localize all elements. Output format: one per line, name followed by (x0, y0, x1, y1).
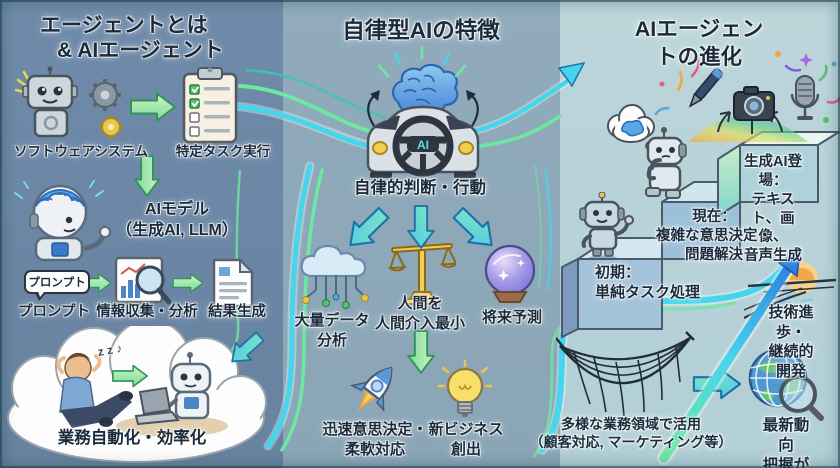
rocket-icon (349, 366, 393, 413)
label-new-business: 新ビジネス 創出 (428, 421, 504, 458)
label-automation: 業務自動化・効率化 (57, 429, 207, 447)
scales-icon (388, 236, 456, 305)
label-future: 将来予測 (481, 309, 543, 326)
label-big-data: 大量データ 分析 (294, 312, 370, 349)
label-progress: 技術進歩・ 継続的開発 (768, 304, 814, 380)
robot-brain-icon (14, 180, 111, 262)
robot-gears-icon (14, 66, 123, 139)
robot-think-icon (645, 127, 687, 199)
robot-wave-icon (579, 192, 634, 260)
crystal-ball-icon (484, 244, 536, 303)
creative-burst-icon (654, 51, 840, 142)
label-ai-model: AIモデル （生成AI, LLM） (116, 201, 238, 239)
net-icon (556, 331, 695, 417)
relaxing-man-icon (56, 352, 133, 428)
car-ai-badge: AI (417, 138, 429, 152)
left-title-line1: エージェントとは (40, 14, 208, 37)
label-autonomy: 自律的判断・行動 (354, 179, 486, 197)
left-title-line2: & AIエージェント (57, 39, 224, 62)
label-info-analysis: 情報収集・分析 (96, 304, 198, 320)
label-gen-ai: 生成AI登場： テキスト、画像、 音声生成 (744, 154, 802, 265)
microphone-icon (790, 75, 820, 120)
label-software-system: ソフトウェアシステム (13, 144, 149, 159)
document-icon (212, 258, 255, 308)
camera-icon (733, 86, 775, 121)
clipboard-checklist-icon (182, 67, 238, 144)
steering-wheel-icon (392, 115, 454, 177)
prompt-bubble-icon: プロンプト (24, 270, 90, 301)
gear-small-icon (99, 115, 123, 139)
label-result-gen: 結果生成 (208, 304, 266, 320)
label-prompt: プロンプト (17, 304, 91, 320)
label-fast-decision: 迅速意思決定・ 柔軟対応 (322, 421, 428, 458)
label-trends: 最新動向 把握が重要 (762, 417, 810, 468)
label-early: 初期： 単純タスク処理 (595, 264, 701, 301)
label-domains: 多様な業務領域で活用 （顧客対応, マーケティング等） (529, 416, 733, 451)
middle-title: 自律型AIの特徴 (342, 18, 500, 43)
gear-icon (89, 79, 121, 111)
label-min-human: 人間を 人間介入最小 (374, 295, 466, 332)
laptop-icon (134, 386, 180, 426)
relax-cloud-icon (7, 326, 267, 463)
label-task-exec: 特定タスク実行 (175, 144, 271, 159)
data-cloud-icon (300, 244, 369, 309)
laptop-robot-icon (134, 352, 212, 426)
right-title: AIエージェントの進化 (634, 17, 764, 69)
lightbulb-icon (438, 360, 492, 417)
pen-icon (688, 67, 724, 108)
label-present: 現在： 複雑な意思決定・ 問題解決 (656, 209, 772, 263)
chart-magnifier-icon (114, 256, 172, 305)
